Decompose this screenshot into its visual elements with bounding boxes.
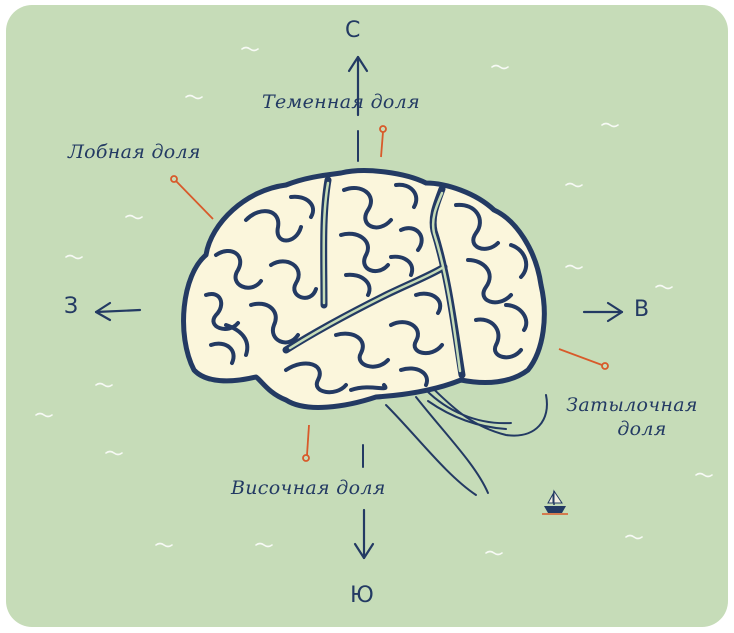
direction-west-label: З bbox=[64, 294, 79, 319]
east-arrow-icon bbox=[582, 301, 624, 323]
frontal-pointer bbox=[170, 175, 214, 220]
compass-ticks bbox=[357, 130, 364, 468]
north-arrow-icon bbox=[347, 55, 369, 117]
occipital-pointer bbox=[558, 348, 609, 370]
south-arrow-icon bbox=[353, 508, 375, 560]
temporal-lobe-label: Височная доля bbox=[231, 477, 386, 499]
occipital-lobe-label-line2: доля bbox=[617, 417, 667, 440]
brain-fissure-gaps bbox=[288, 181, 462, 373]
parietal-lobe-label: Теменная доля bbox=[262, 91, 420, 113]
lobe-pointers bbox=[170, 125, 609, 462]
occipital-lobe-label-line1: Затылочная bbox=[566, 394, 698, 416]
frontal-lobe-label: Лобная доля bbox=[68, 141, 201, 163]
brain-map-card: С Ю З В Теменная доля Лобная доля Височн… bbox=[6, 5, 728, 627]
occipital-lobe-label: Затылочная доля bbox=[562, 394, 702, 442]
temporal-pointer bbox=[302, 424, 310, 462]
direction-south-label: Ю bbox=[350, 583, 374, 608]
background-speckles bbox=[35, 46, 713, 556]
brain-gyri bbox=[204, 182, 529, 395]
brain-hemisphere bbox=[181, 168, 547, 410]
parietal-pointer bbox=[379, 125, 387, 158]
direction-east-label: В bbox=[634, 297, 650, 322]
direction-north-label: С bbox=[345, 18, 361, 43]
brain-illustration bbox=[181, 168, 548, 496]
boat-icon bbox=[542, 489, 568, 515]
brain-map-canvas bbox=[6, 5, 728, 627]
cerebellum bbox=[385, 379, 548, 496]
west-arrow-icon bbox=[94, 301, 142, 322]
